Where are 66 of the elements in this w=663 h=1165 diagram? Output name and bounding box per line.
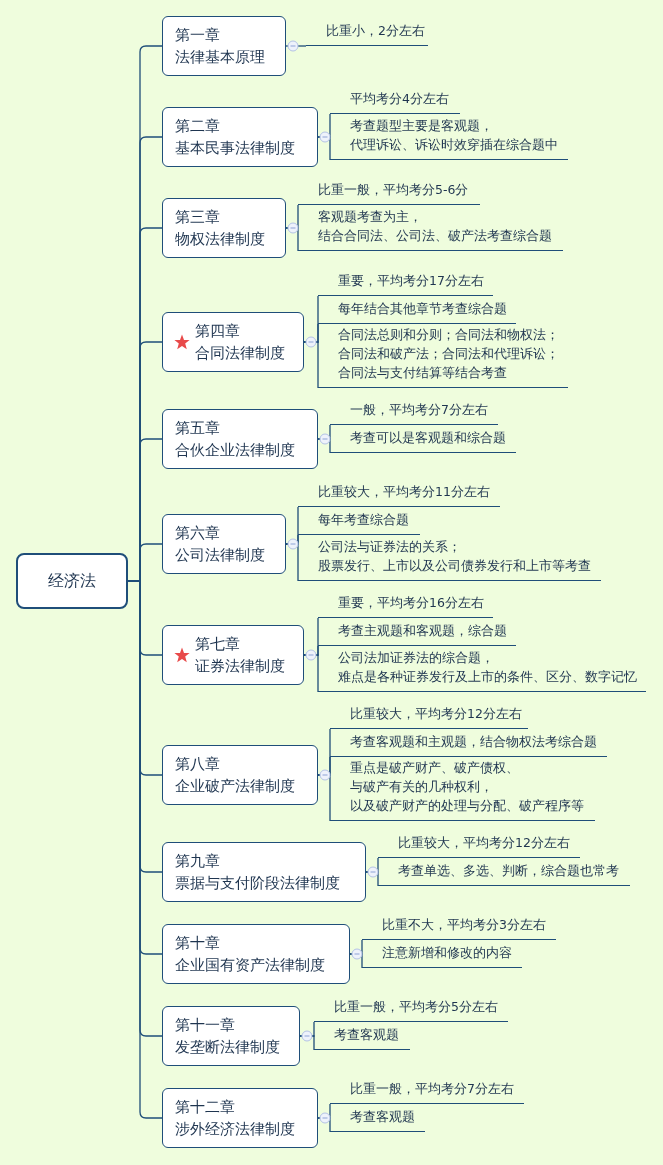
- underlined-note: 一般，平均考分7分左右: [330, 398, 498, 425]
- chapter-title: 发垄断法律制度: [175, 1037, 280, 1058]
- chapter-title: 涉外经济法律制度: [175, 1119, 295, 1140]
- chapter-box: [162, 625, 304, 685]
- chapter-title: 证券法律制度: [195, 656, 285, 677]
- chapter-title: 合同法律制度: [195, 343, 285, 364]
- underlined-note: 考查题型主要是客观题，代理诉讼、诉讼时效穿插在综合题中: [330, 114, 568, 160]
- chapter-title: 物权法律制度: [175, 229, 265, 250]
- underlined-note: 重点是破产财产、破产债权、与破产有关的几种权利，以及破产财产的处理与分配、破产程序等: [330, 756, 595, 821]
- underlined-note: 重要，平均考分17分左右: [318, 269, 493, 296]
- chapter-title: 企业国有资产法律制度: [175, 955, 325, 976]
- underlined-note: 重要，平均考分16分左右: [318, 591, 493, 618]
- underlined-note: 考查客观题: [330, 1105, 425, 1132]
- chapter-title: 票据与支付阶段法律制度: [175, 873, 340, 894]
- underlined-note: 比重较大，平均考分12分左右: [330, 702, 528, 729]
- chapter-number: 第二章: [175, 116, 220, 137]
- chapter-box: [162, 924, 350, 984]
- underlined-note: 考查客观题: [314, 1023, 410, 1050]
- chapter-number: 第十章: [175, 933, 220, 954]
- underlined-note: 考查客观题和主观题，结合物权法考综合题: [330, 730, 607, 757]
- chapter-box: [162, 1088, 318, 1148]
- chapter-number: 第十二章: [175, 1097, 235, 1118]
- chapter-box: [162, 514, 286, 574]
- chapter-box: [162, 107, 318, 167]
- chapter-number: 第十一章: [175, 1015, 235, 1036]
- underlined-note: 比重一般，平均考分5-6分: [298, 178, 480, 205]
- underlined-note: 每年考查综合题: [298, 508, 420, 535]
- underlined-note: 注意新增和修改的内容: [362, 941, 522, 968]
- underlined-note: 考查可以是客观题和综合题: [330, 426, 516, 453]
- underlined-note: 比重一般，平均考分5分左右: [314, 995, 508, 1022]
- chapter-box: [162, 16, 286, 76]
- chapter-number: 第一章: [175, 25, 220, 46]
- underlined-note: 比重不大，平均考分3分左右: [362, 913, 556, 940]
- chapter-box: [162, 312, 304, 372]
- underlined-note: 公司法加证券法的综合题，难点是各种证券发行及上市的条件、区分、数字记忆: [318, 646, 646, 692]
- chapter-title: 企业破产法律制度: [175, 776, 295, 797]
- chapter-title: 法律基本原理: [175, 47, 265, 68]
- chapter-box: [162, 409, 318, 469]
- underlined-note: 比重一般，平均考分7分左右: [330, 1077, 524, 1104]
- chapter-box: [162, 198, 286, 258]
- chapter-number: 第四章: [195, 321, 240, 342]
- chapter-number: 第五章: [175, 418, 220, 439]
- chapter-number: 第八章: [175, 754, 220, 775]
- chapter-number: 第七章: [195, 634, 240, 655]
- underlined-note: 比重小，2分左右: [306, 19, 428, 46]
- underlined-note: 客观题考查为主，结合合同法、公司法、破产法考查综合题: [298, 205, 563, 251]
- underlined-note: 考查主观题和客观题，综合题: [318, 619, 516, 646]
- underlined-note: 比重较大，平均考分12分左右: [378, 831, 580, 858]
- underlined-note: 公司法与证券法的关系；股票发行、上市以及公司债券发行和上市等考查: [298, 535, 601, 581]
- underlined-note: 平均考分4分左右: [330, 87, 460, 114]
- chapter-box: [162, 1006, 300, 1066]
- chapter-title: 公司法律制度: [175, 545, 265, 566]
- chapter-box: [162, 745, 318, 805]
- chapter-number: 第三章: [175, 207, 220, 228]
- chapter-number: 第六章: [175, 523, 220, 544]
- chapter-number: 第九章: [175, 851, 220, 872]
- chapter-box: [162, 842, 366, 902]
- chapter-title: 合伙企业法律制度: [175, 440, 295, 461]
- connector-line: [303, 341, 319, 389]
- connector-line: [317, 774, 331, 822]
- underlined-note: 每年结合其他章节考查综合题: [318, 297, 516, 324]
- underlined-note: 比重较大，平均考分11分左右: [298, 480, 500, 507]
- root-box: 经济法: [16, 553, 128, 609]
- underlined-note: 合同法总则和分则；合同法和物权法；合同法和破产法；合同法和代理诉讼；合同法与支付结算等结合考查: [318, 323, 568, 388]
- underlined-note: 考查单选、多选、判断，综合题也常考: [378, 859, 630, 886]
- chapter-title: 基本民事法律制度: [175, 138, 295, 159]
